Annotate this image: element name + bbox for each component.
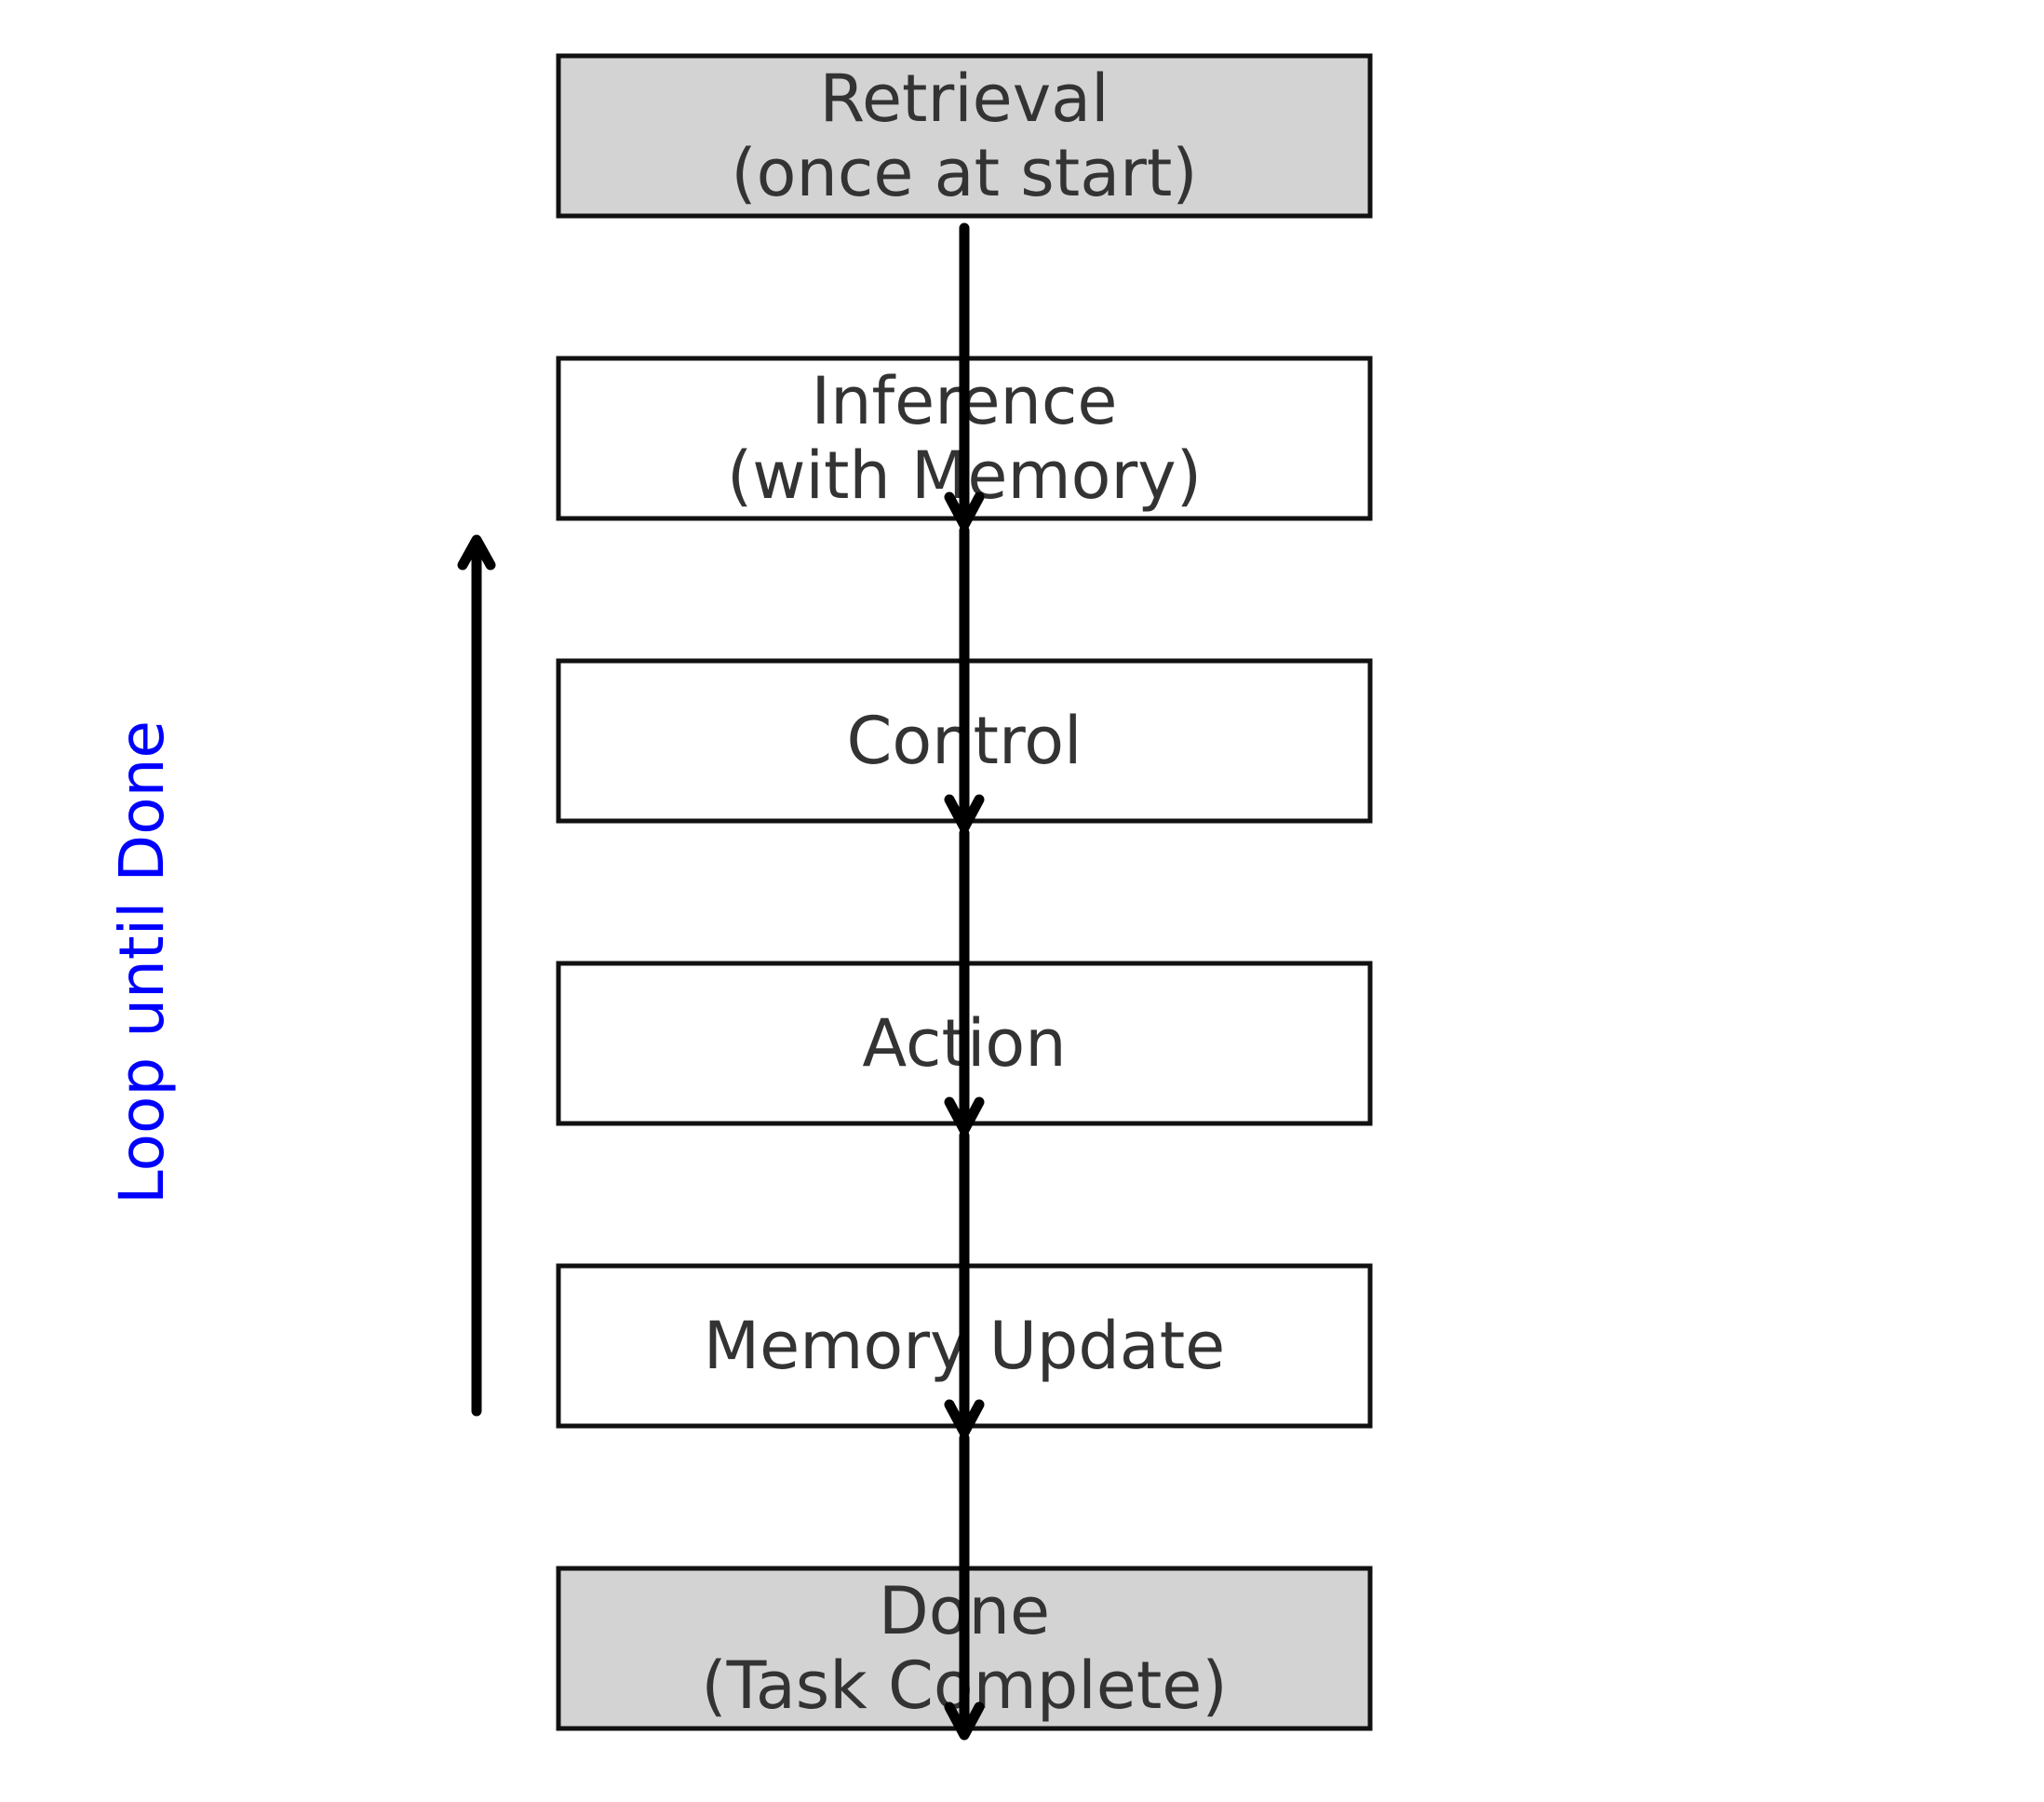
loop-indicator: Loop until Done [106, 534, 496, 1417]
flow-arrow [944, 525, 985, 833]
arrows-layer [944, 222, 985, 1741]
flow-arrow-head [944, 1096, 985, 1136]
flow-arrow [944, 1130, 985, 1438]
node-retrieval-box [556, 53, 1373, 219]
flow-arrow-head [944, 491, 985, 531]
node-retrieval-label-1: Retrieval [819, 61, 1109, 137]
loop-arrow-head [457, 534, 496, 571]
node-retrieval-label-2: (once at start) [731, 135, 1197, 211]
flow-arrow-head [944, 1399, 985, 1438]
node-retrieval: Retrieval(once at start) [556, 53, 1373, 219]
flow-arrow-head [944, 1701, 985, 1741]
flow-arrow [944, 827, 985, 1136]
loop-label: Loop until Done [106, 720, 178, 1204]
flow-arrow [944, 1432, 985, 1741]
flow-arrow-head [944, 794, 985, 833]
flow-arrow [944, 222, 985, 531]
